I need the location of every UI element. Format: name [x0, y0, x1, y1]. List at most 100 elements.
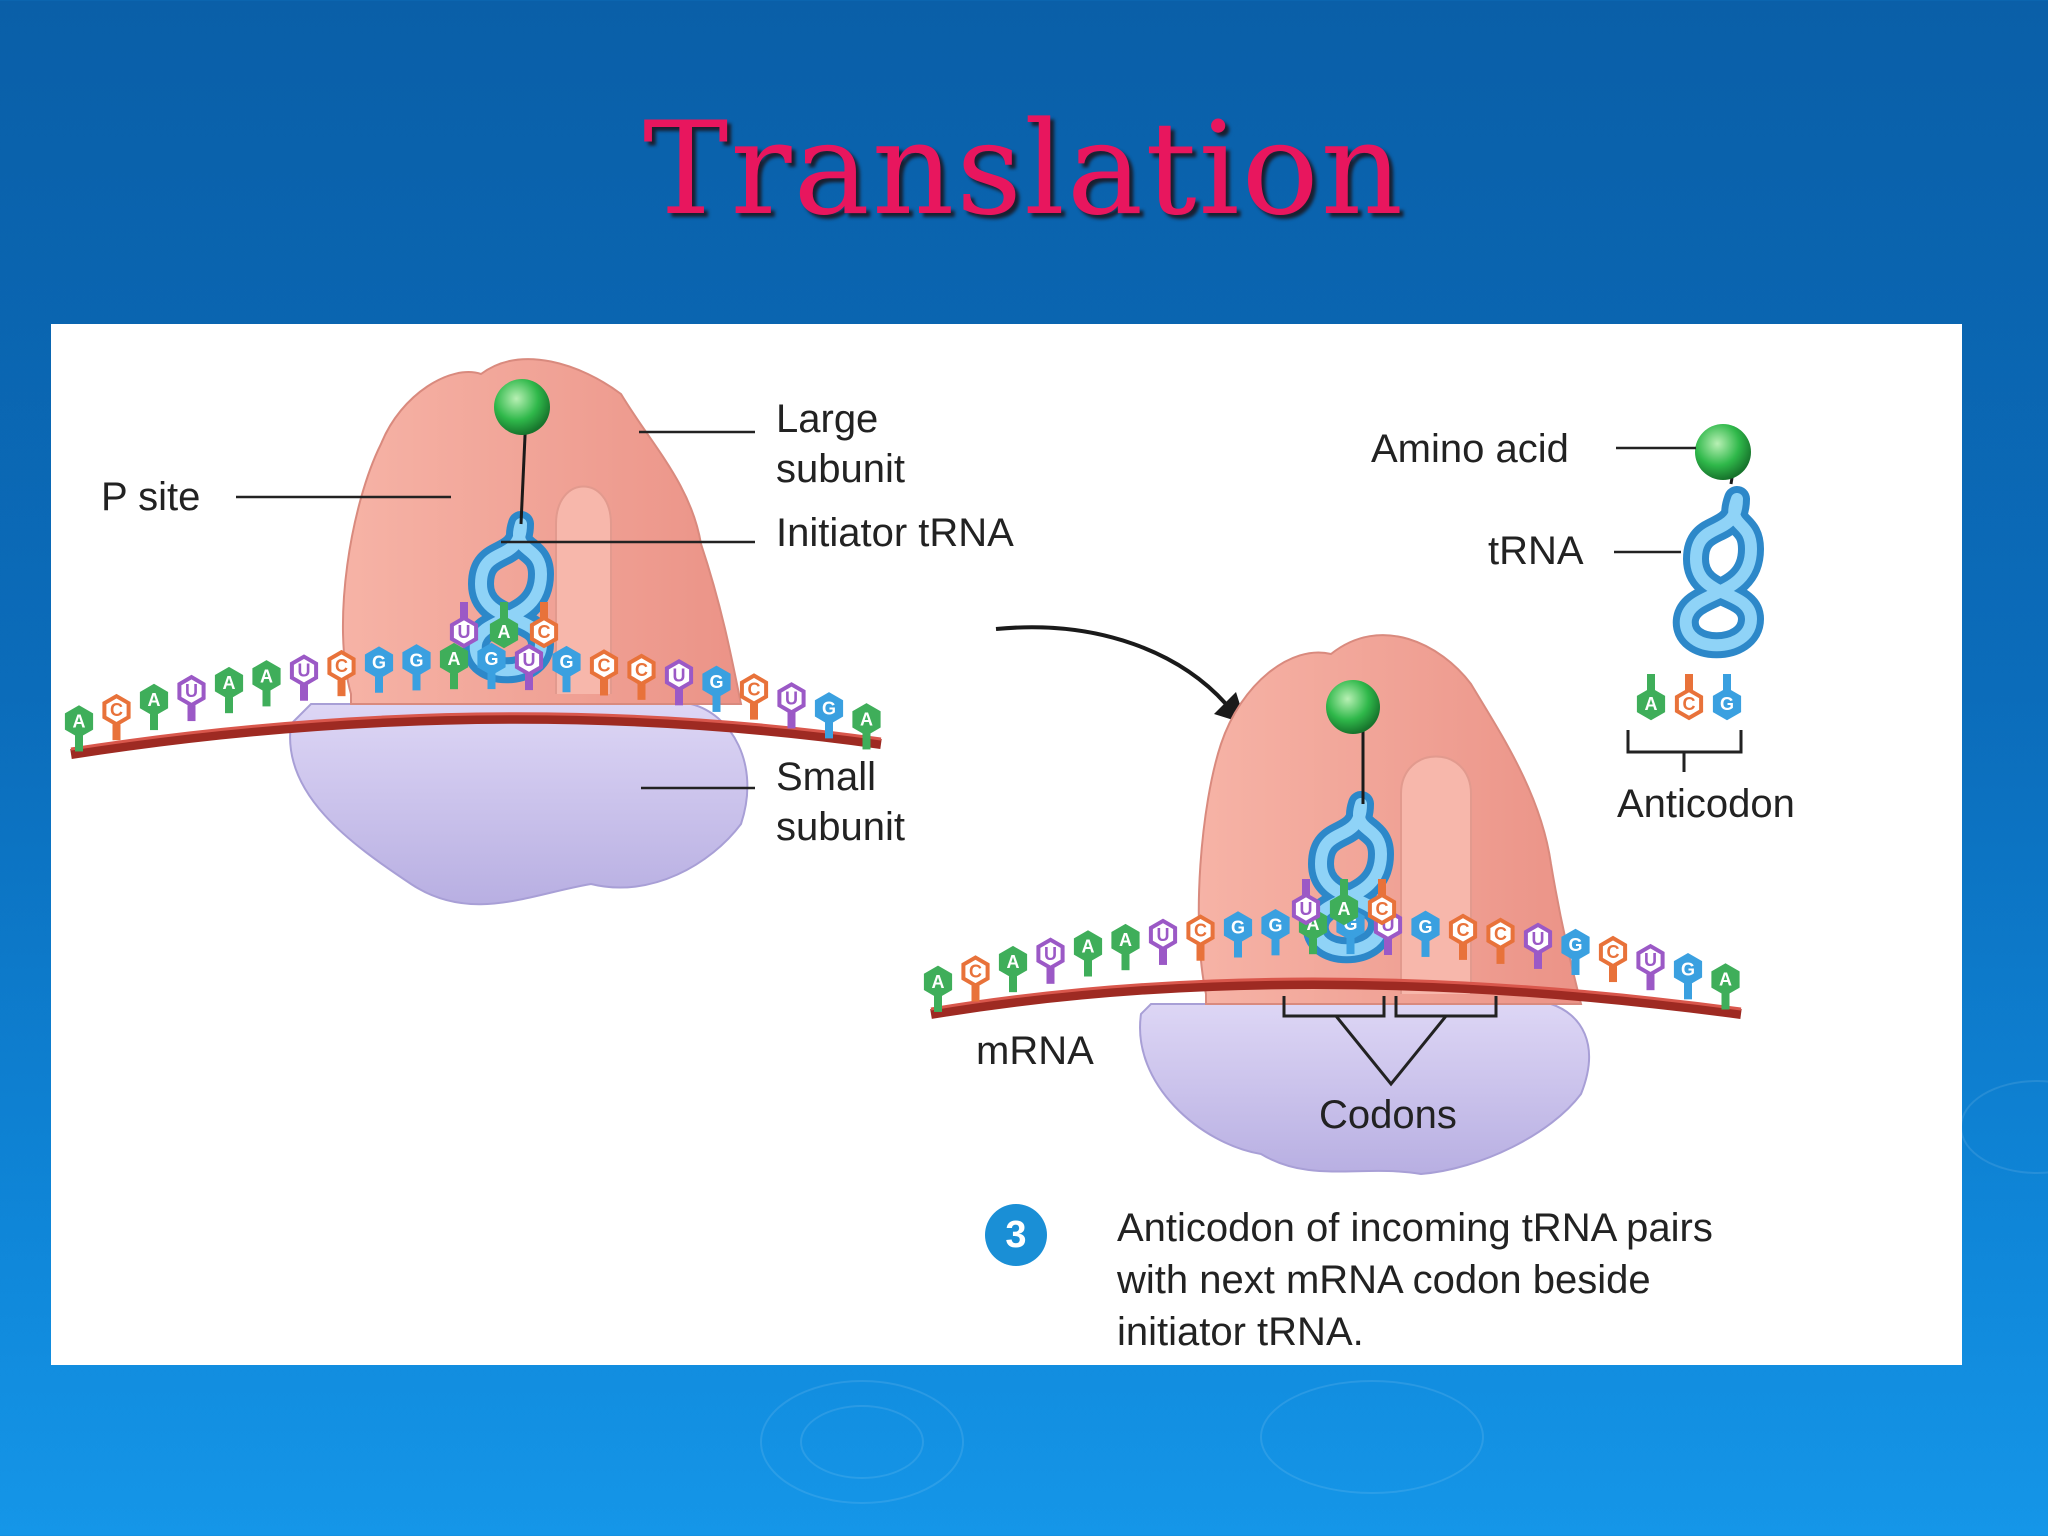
base-letter: U — [458, 622, 471, 642]
nucleotide-G: G — [1561, 928, 1590, 975]
caption-line-3: initiator tRNA. — [1117, 1310, 1364, 1354]
base-letter: U — [1044, 944, 1057, 964]
slide-title: Translation — [642, 95, 1406, 244]
label-small-subunit-2: subunit — [776, 805, 905, 849]
base-letter: U — [785, 688, 798, 708]
label-anticodon: Anticodon — [1617, 782, 1795, 826]
base-letter: A — [73, 711, 86, 731]
base-letter: G — [1231, 918, 1245, 938]
base-letter: C — [1194, 921, 1207, 941]
base-letter: G — [1418, 917, 1432, 937]
base-letter: A — [148, 690, 161, 710]
anticodon-bracket — [1626, 730, 1743, 754]
base-letter: C — [969, 962, 982, 982]
base-letter: A — [1645, 694, 1658, 714]
nucleotide-G: G — [1223, 911, 1253, 958]
nucleotide-A: A — [139, 683, 169, 731]
codon-bracket — [1282, 996, 1386, 1018]
caption-line-1: Anticodon of incoming tRNA pairs — [1117, 1206, 1713, 1250]
base-letter: A — [1007, 952, 1020, 972]
nucleotide-A: A — [489, 602, 519, 649]
nucleotide-U: U — [777, 682, 806, 729]
nucleotide-G: G — [364, 646, 394, 693]
ripple-decoration — [1960, 1080, 2048, 1174]
base-letter: C — [335, 656, 348, 676]
transition-arrow — [995, 625, 1228, 706]
nucleotide-G: G — [1712, 674, 1742, 721]
nucleotide-C: C — [1186, 914, 1215, 961]
base-letter: U — [523, 650, 536, 670]
nucleotide-C: C — [1448, 913, 1478, 960]
nucleotide-C: C — [739, 673, 769, 720]
nucleotide-A: A — [1636, 674, 1666, 721]
nucleotide-C: C — [529, 602, 559, 649]
small-subunit — [289, 703, 749, 906]
nucleotide-A: A — [1329, 879, 1359, 926]
ripple-decoration — [800, 1405, 924, 1479]
ripple-decoration — [1260, 1380, 1484, 1494]
small-subunit — [1139, 1003, 1590, 1176]
caption-line-2: with next mRNA codon beside — [1117, 1258, 1651, 1302]
nucleotide-C: C — [961, 955, 990, 1002]
base-letter: A — [260, 666, 273, 686]
base-letter: U — [1300, 899, 1313, 919]
base-letter: U — [1644, 950, 1657, 970]
nucleotide-U: U — [664, 658, 694, 706]
label-large-subunit-2: subunit — [776, 447, 905, 491]
nucleotide-G: G — [1261, 908, 1290, 956]
base-letter: G — [1568, 935, 1582, 955]
nucleotide-C: C — [1674, 674, 1704, 721]
nucleotide-G: G — [552, 645, 581, 693]
label-large-subunit: Large — [776, 397, 878, 441]
base-letter: C — [635, 660, 648, 680]
base-letter: C — [1376, 899, 1389, 919]
base-letter: G — [372, 653, 386, 673]
mrna-strand — [930, 979, 1742, 1019]
nucleotide-U: U — [514, 643, 544, 691]
nucleotide-U: U — [289, 654, 319, 701]
nucleotide-A: A — [1073, 930, 1103, 977]
base-letter: A — [448, 649, 461, 669]
base-letter: C — [598, 655, 611, 675]
large-subunit — [341, 358, 743, 705]
base-letter: G — [1720, 694, 1734, 714]
nucleotide-U: U — [449, 602, 479, 649]
label-p-site: P site — [101, 475, 200, 519]
base-letter: U — [1157, 925, 1170, 945]
base-letter: C — [1607, 942, 1620, 962]
nucleotide-A: A — [923, 965, 953, 1012]
nucleotide-U: U — [177, 674, 206, 722]
base-letter: U — [673, 665, 686, 685]
base-letter: C — [1683, 694, 1696, 714]
nucleotide-C: C — [627, 653, 656, 700]
caption-text: Anticodon of incoming tRNA pairs with ne… — [1117, 1202, 1917, 1358]
base-letter: G — [559, 652, 573, 672]
label-codons: Codons — [1319, 1093, 1457, 1137]
nucleotide-G: G — [477, 642, 506, 690]
base-letter: A — [1082, 936, 1095, 956]
nucleotide-G: G — [402, 644, 431, 691]
nucleotide-A: A — [64, 705, 94, 752]
mrna-strand — [70, 713, 882, 759]
nucleotide-U: U — [1523, 922, 1553, 969]
nucleotide-A: A — [439, 642, 469, 690]
nucleotide-G: G — [702, 665, 731, 712]
base-letter: G — [822, 698, 836, 718]
nucleotide-A: A — [252, 660, 281, 707]
nucleotide-G: G — [1673, 952, 1703, 1000]
nucleotide-A: A — [998, 945, 1028, 993]
amino-acid-icon — [1695, 424, 1751, 480]
right-labels: Amino acid tRNA Anticodon mRNA Codons — [976, 427, 1795, 1137]
nucleotide-C: C — [1367, 879, 1397, 926]
nucleotide-C: C — [589, 649, 619, 696]
amino-acid-icon — [494, 379, 550, 435]
nucleotide-U: U — [1148, 918, 1178, 965]
label-trna: tRNA — [1488, 529, 1584, 573]
